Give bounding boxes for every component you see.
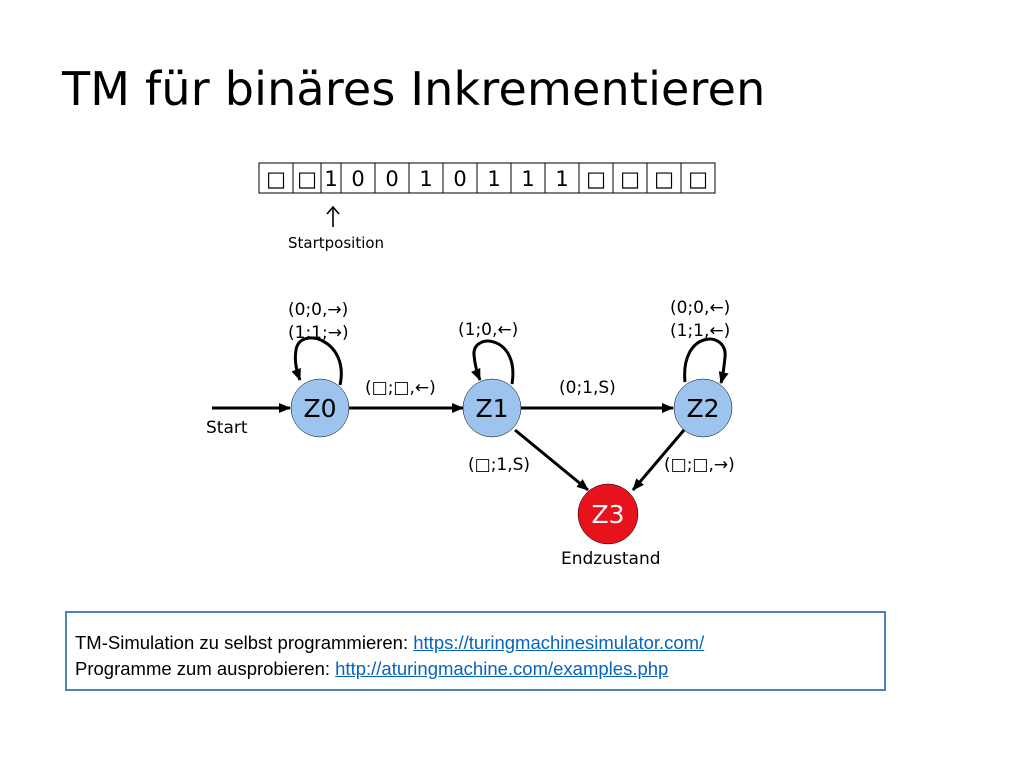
slide-title: TM für binäres Inkrementieren <box>62 62 766 116</box>
head-pointer <box>326 205 340 227</box>
tape-cell <box>476 162 512 194</box>
tape-cell-symbol: 1 <box>555 167 568 191</box>
tape-cell-symbol: 0 <box>385 167 398 191</box>
loop-z1 <box>471 339 515 385</box>
state-z0-label: Z0 <box>303 394 336 423</box>
info-text-examples: Programme zum ausprobieren: <box>75 658 336 679</box>
tape-cell-symbol: 1 <box>521 167 534 191</box>
info-line-examples: Programme zum ausprobieren: http://aturi… <box>75 656 876 682</box>
tape-cell <box>578 162 614 194</box>
tape-cell-symbol: □ <box>297 167 317 191</box>
tape-cell <box>680 162 716 194</box>
transition-z2-loop-1: (0;0,←) <box>670 298 730 318</box>
start-position-label: Startposition <box>288 234 384 252</box>
tape-cell <box>544 162 580 194</box>
tape-cell <box>442 162 478 194</box>
tape-cell-symbol: 1 <box>419 167 432 191</box>
transition-z0-loop-2: (1;1;→) <box>288 323 349 343</box>
state-z3-label: Z3 <box>591 500 624 529</box>
tape-cell <box>612 162 648 194</box>
transition-z0-loop-1: (0;0,→) <box>288 300 348 320</box>
state-z3: Z3 <box>577 483 639 545</box>
transition-z1-z3: (□;1,S) <box>468 455 530 475</box>
state-z0: Z0 <box>290 378 350 438</box>
tape-cell-symbol: 1 <box>487 167 500 191</box>
tape-cell-symbol: □ <box>654 167 674 191</box>
info-text-simulator: TM-Simulation zu selbst programmieren: <box>75 632 414 653</box>
tape-cell-symbol: 1 <box>324 167 337 191</box>
tape-cell <box>646 162 682 194</box>
edge-z1-z3 <box>514 428 589 492</box>
tape-cell-symbol: 0 <box>453 167 466 191</box>
transition-z2-z3: (□;□,→) <box>664 455 735 475</box>
tape-cell-symbol: □ <box>266 167 286 191</box>
edge-z2-z3 <box>631 429 686 491</box>
info-box: TM-Simulation zu selbst programmieren: h… <box>65 611 886 691</box>
tape-cell <box>374 162 410 194</box>
tape-cell <box>292 162 322 194</box>
tape-cell <box>258 162 294 194</box>
loop-z2 <box>683 337 729 384</box>
state-z1-label: Z1 <box>475 394 508 423</box>
state-z2-label: Z2 <box>686 394 719 423</box>
state-z1: Z1 <box>462 378 522 438</box>
tape-cell <box>408 162 444 194</box>
transition-z1-z2: (0;1,S) <box>559 378 616 398</box>
tape-cell <box>510 162 546 194</box>
tape-cell-symbol: □ <box>586 167 606 191</box>
simulator-link[interactable]: https://turingmachinesimulator.com/ <box>413 632 705 653</box>
loop-z0 <box>291 336 343 386</box>
start-label: Start <box>206 418 248 438</box>
tape-cell-symbol: □ <box>620 167 640 191</box>
tape-cell-symbol: 0 <box>351 167 364 191</box>
transition-z1-loop: (1;0,←) <box>458 320 518 340</box>
info-line-simulator: TM-Simulation zu selbst programmieren: h… <box>75 630 876 656</box>
final-state-label: Endzustand <box>561 549 661 569</box>
examples-link[interactable]: http://aturingmachine.com/examples.php <box>335 658 669 679</box>
state-z2: Z2 <box>673 378 733 438</box>
transition-z2-loop-2: (1;1,←) <box>670 321 730 341</box>
transition-z0-z1: (□;□,←) <box>365 378 436 398</box>
tape-cell-symbol: □ <box>688 167 708 191</box>
